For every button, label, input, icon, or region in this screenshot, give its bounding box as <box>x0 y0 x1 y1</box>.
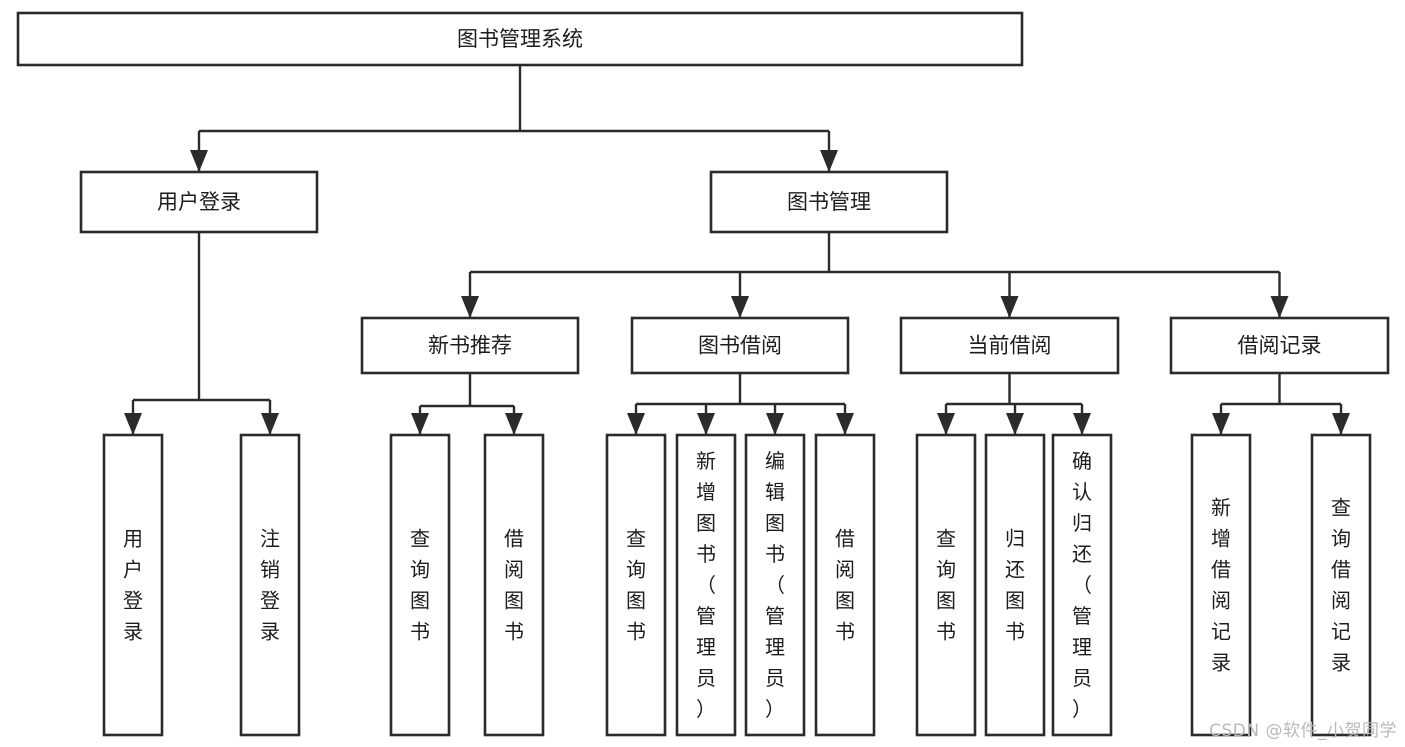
node-box <box>389 433 451 737</box>
edge-group-new_book_rec <box>411 373 523 435</box>
node-label: 新增借阅记录 <box>1211 495 1231 674</box>
node-box <box>239 433 301 737</box>
node-leaf-logout[interactable]: 注销登录 <box>239 433 301 737</box>
node-label: 新增图书（管理员） <box>696 449 716 721</box>
node-label: 查询图书 <box>410 526 430 643</box>
node-leaf-edit-book[interactable]: 编辑图书（管理员） <box>744 433 806 737</box>
node-box <box>1310 433 1372 737</box>
node-label: 查询图书 <box>626 526 646 643</box>
node-box <box>1051 433 1113 737</box>
node-box <box>16 11 1024 67</box>
node-leaf-query-book-3[interactable]: 查询图书 <box>915 433 977 737</box>
node-label: 确认归还（管理员） <box>1072 449 1092 721</box>
edge-group-root <box>190 65 838 172</box>
node-box <box>102 433 164 737</box>
node-box <box>1169 316 1390 375</box>
node-leaf-add-record[interactable]: 新增借阅记录 <box>1190 433 1252 737</box>
node-label: 注销登录 <box>260 526 280 643</box>
node-label: 当前借阅 <box>968 334 1052 358</box>
node-label: 借阅图书 <box>835 526 855 643</box>
node-leaf-query-book-2[interactable]: 查询图书 <box>605 433 667 737</box>
node-box <box>709 170 949 234</box>
edge-group-user_login <box>124 232 279 435</box>
node-box <box>675 433 737 737</box>
node-box <box>360 316 580 375</box>
node-label: 查询图书 <box>936 526 956 643</box>
node-box <box>899 316 1120 375</box>
node-leaf-query-record[interactable]: 查询借阅记录 <box>1310 433 1372 737</box>
node-label: 编辑图书（管理员） <box>765 449 785 721</box>
node-box <box>79 170 319 234</box>
node-leaf-add-book[interactable]: 新增图书（管理员） <box>675 433 737 737</box>
node-current-borrow[interactable]: 当前借阅 <box>899 316 1120 375</box>
node-book-borrow[interactable]: 图书借阅 <box>630 316 850 375</box>
node-user-login[interactable]: 用户登录 <box>79 170 319 234</box>
node-box <box>915 433 977 737</box>
node-label: 归还图书 <box>1005 526 1025 643</box>
node-book-manage[interactable]: 图书管理 <box>709 170 949 234</box>
node-label: 图书管理 <box>787 190 871 214</box>
node-leaf-user-login[interactable]: 用户登录 <box>102 433 164 737</box>
edge-group-book_borrow <box>627 373 854 435</box>
node-leaf-confirm-return[interactable]: 确认归还（管理员） <box>1051 433 1113 737</box>
node-layer: 图书管理系统用户登录图书管理新书推荐图书借阅当前借阅借阅记录用户登录注销登录查询… <box>16 11 1390 737</box>
node-leaf-borrow-book-1[interactable]: 借阅图书 <box>483 433 545 737</box>
node-label: 用户登录 <box>123 526 143 643</box>
node-label: 借阅记录 <box>1238 334 1322 358</box>
node-box <box>483 433 545 737</box>
node-root[interactable]: 图书管理系统 <box>16 11 1024 67</box>
node-label: 用户登录 <box>157 190 241 214</box>
node-box <box>630 316 850 375</box>
node-leaf-return-book[interactable]: 归还图书 <box>984 433 1046 737</box>
connector-layer <box>124 65 1350 435</box>
node-new-book-rec[interactable]: 新书推荐 <box>360 316 580 375</box>
edge-group-current_borrow <box>937 373 1091 435</box>
node-label: 图书管理系统 <box>457 27 583 51</box>
node-label: 查询借阅记录 <box>1331 495 1351 674</box>
node-box <box>744 433 806 737</box>
node-leaf-query-book-1[interactable]: 查询图书 <box>389 433 451 737</box>
node-box <box>1190 433 1252 737</box>
node-box <box>814 433 876 737</box>
node-box <box>605 433 667 737</box>
node-label: 图书借阅 <box>698 334 782 358</box>
node-label: 借阅图书 <box>504 526 524 643</box>
node-borrow-record[interactable]: 借阅记录 <box>1169 316 1390 375</box>
edge-group-book_manage <box>461 232 1289 318</box>
node-label: 新书推荐 <box>428 334 512 358</box>
node-leaf-borrow-book-2[interactable]: 借阅图书 <box>814 433 876 737</box>
node-box <box>984 433 1046 737</box>
edge-group-borrow_record <box>1212 373 1350 435</box>
